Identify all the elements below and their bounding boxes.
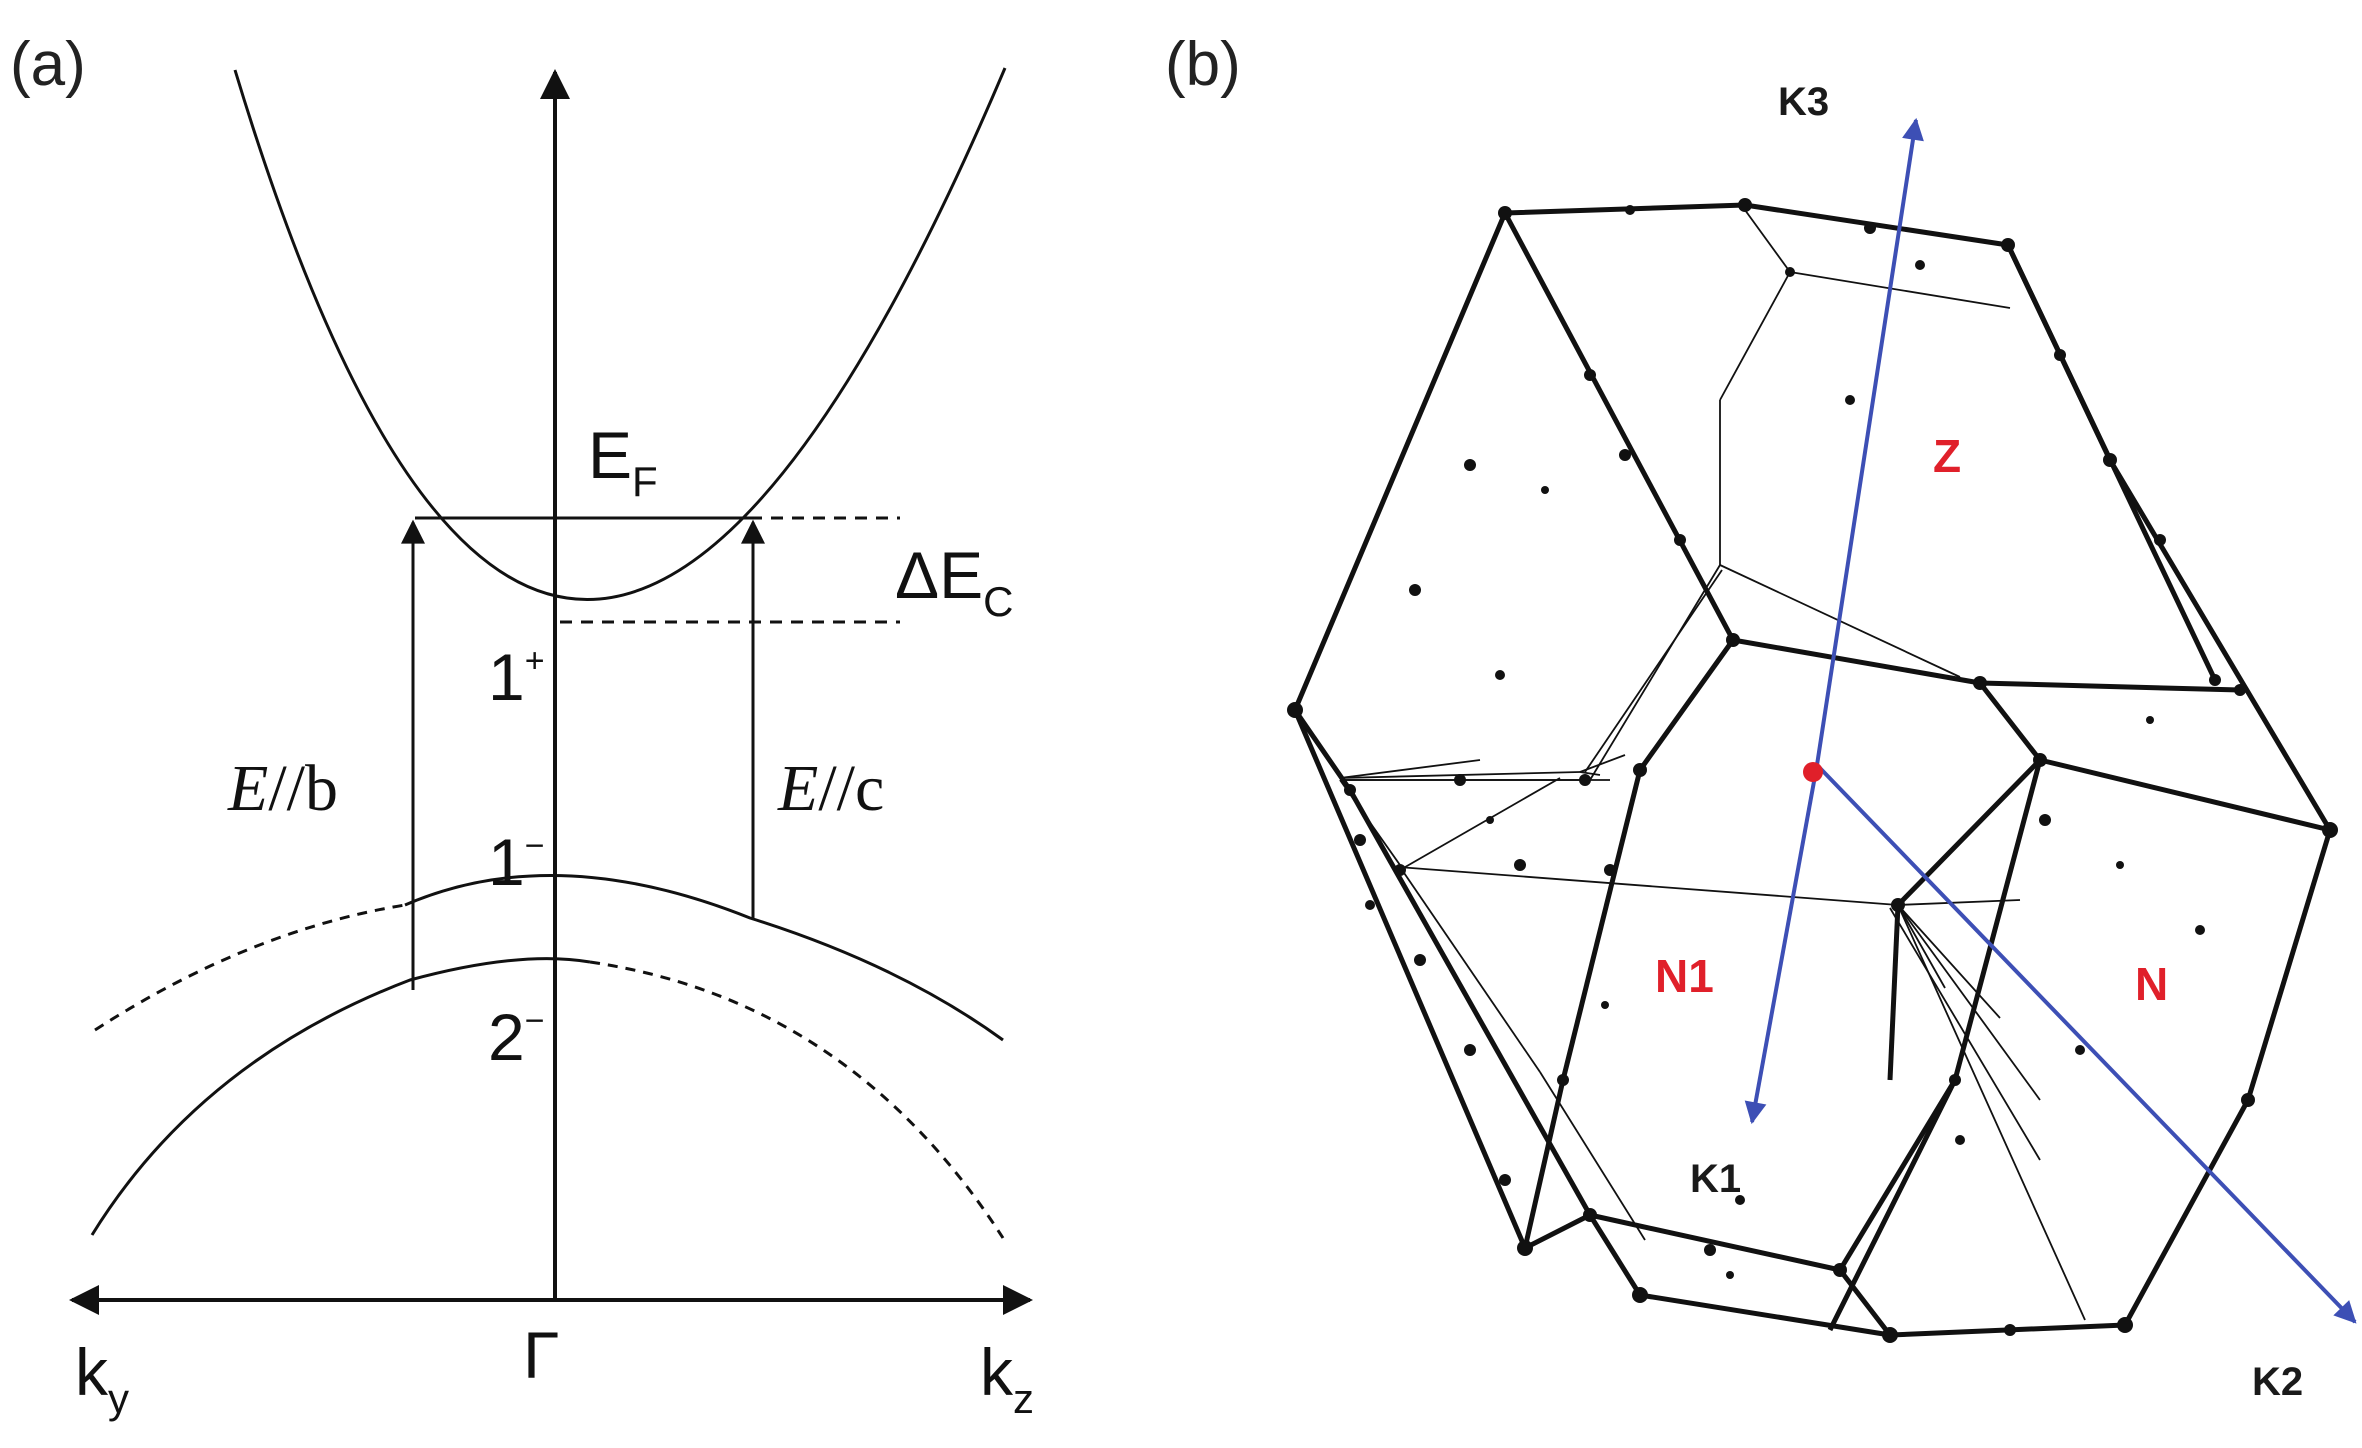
brillouin-zone-back-edges [1339,209,2086,1321]
delta-ec-label: ΔEC [895,538,1013,625]
valence-band-2-minus-dashed [589,960,1005,1239]
conduction-band-curve [233,67,1007,601]
point-n1-label: N1 [1655,950,1714,1002]
k-z-label: kz [980,1335,1034,1422]
polarization-c-label: E//c [777,752,884,825]
point-z-label: Z [1933,430,1961,482]
valence-band-2-minus-solid [90,957,591,1236]
level-2-minus-label: 2− [488,1000,545,1074]
k1-label: K1 [1690,1157,1741,1201]
k2-label: K2 [2252,1360,2303,1404]
valence-band-1-minus-dashed [94,903,406,1032]
fermi-label: EF [588,418,658,505]
gamma-center-point [1803,762,1823,782]
k1-axis [1744,764,1819,1125]
polarization-b-label: E//b [227,752,338,825]
panel-a-label: (a) [10,30,86,99]
panel-b-label: (b) [1165,30,1241,99]
k-y-label: ky [75,1335,129,1422]
panel-a: (a) EF ΔEC 1+ [10,30,1034,1422]
point-n-label: N [2135,958,2168,1010]
panel-b: (b) [1165,30,2357,1404]
k3-label: K3 [1778,80,1829,124]
gamma-label: Γ [523,1318,559,1392]
valence-band-1-minus-solid [404,873,1004,1042]
brillouin-zone-dots [1287,198,2338,1343]
level-1-plus-label: 1+ [488,640,545,714]
k2-axis [1815,763,2357,1324]
k3-axis [1815,117,1924,766]
level-1-minus-label: 1− [488,825,545,899]
